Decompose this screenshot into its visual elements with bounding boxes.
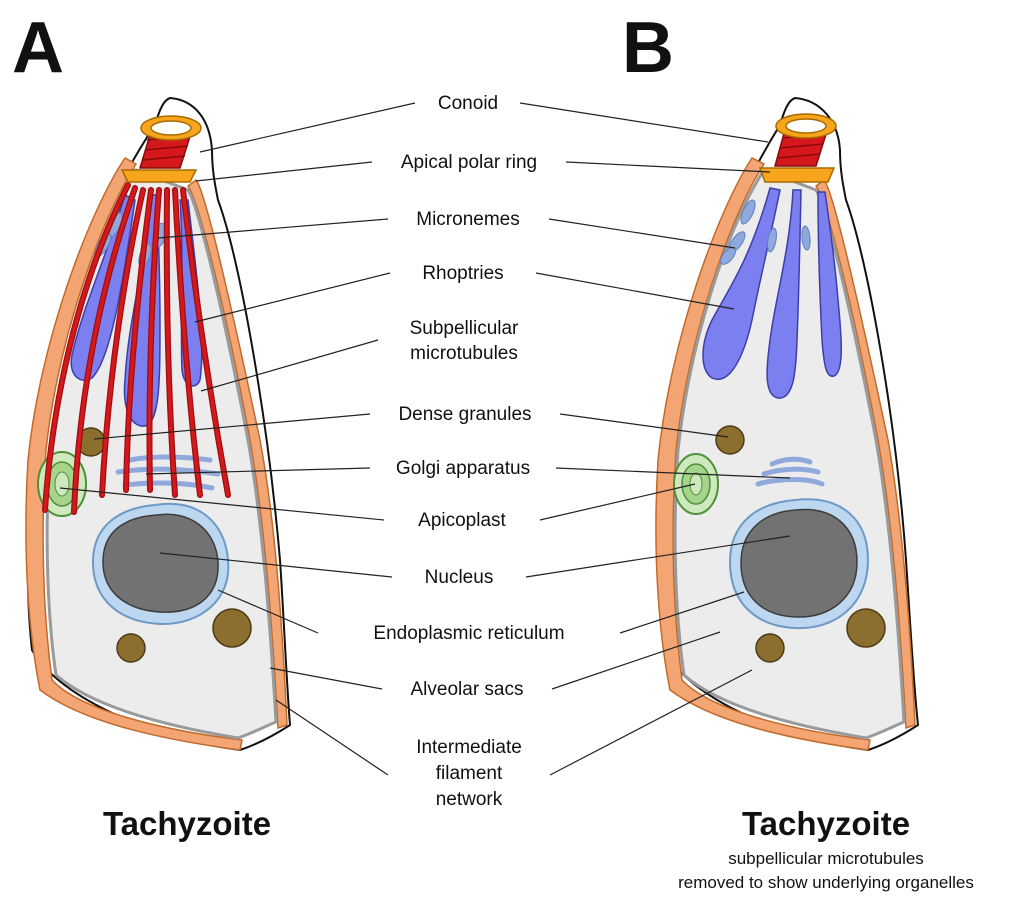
title-right: Tachyzoite (742, 805, 910, 842)
caption-line-1: subpellicular microtubules (728, 849, 924, 868)
panel-label-a: A (12, 8, 64, 88)
labels: Conoid Apical polar ring Micronemes Rhop… (373, 93, 564, 810)
title-left: Tachyzoite (103, 805, 271, 842)
label-dense-granules: Dense granules (398, 404, 531, 425)
label-nucleus: Nucleus (425, 567, 494, 588)
label-network: network (436, 789, 503, 810)
label-microtubules: microtubules (410, 343, 518, 364)
apicoplast-b (674, 454, 718, 514)
label-apicoplast: Apicoplast (418, 510, 506, 531)
label-alveolar-sacs: Alveolar sacs (411, 679, 524, 700)
nucleus-a (93, 504, 228, 624)
label-intermediate: Intermediate (416, 737, 522, 758)
label-micronemes: Micronemes (416, 209, 519, 230)
label-endoplasmic-reticulum: Endoplasmic reticulum (373, 623, 564, 644)
label-conoid: Conoid (438, 93, 498, 114)
label-rhoptries: Rhoptries (422, 263, 503, 284)
caption-line-2: removed to show underlying organelles (678, 873, 974, 892)
cell-b (656, 98, 918, 750)
label-subpellicular: Subpellicular (410, 318, 519, 339)
panel-label-b: B (622, 8, 674, 88)
cell-a (26, 98, 290, 750)
nucleus-b (730, 499, 868, 628)
label-filament: filament (436, 763, 503, 784)
label-golgi-apparatus: Golgi apparatus (396, 458, 530, 479)
label-apical-polar-ring: Apical polar ring (401, 152, 537, 173)
